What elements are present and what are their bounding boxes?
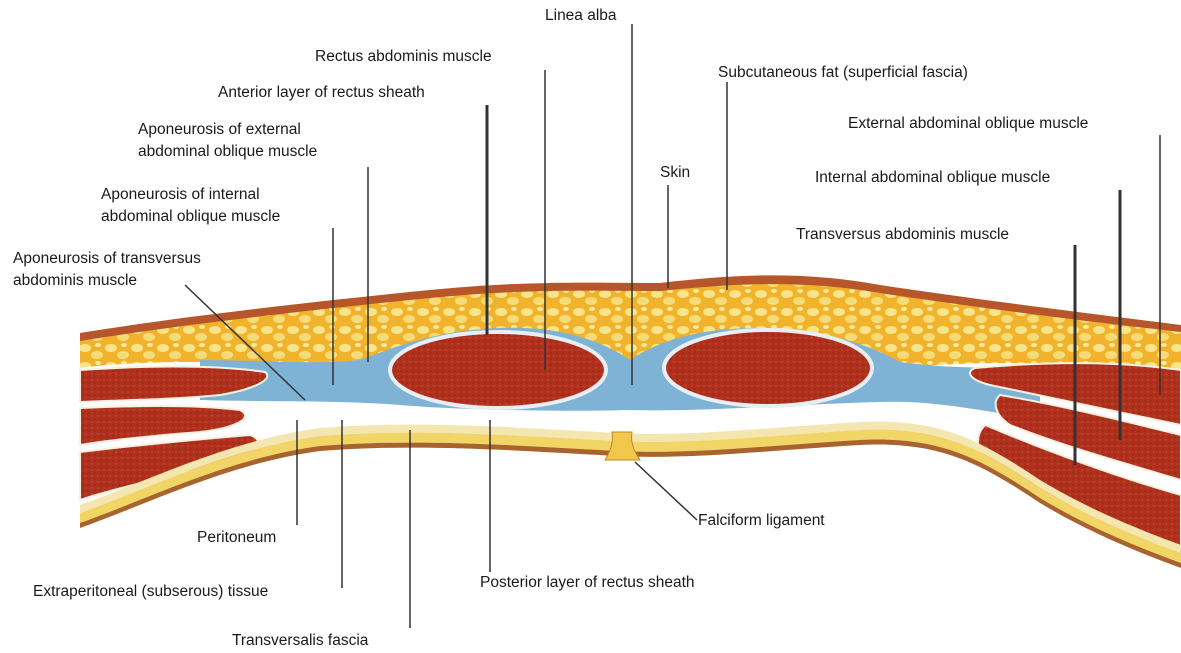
label-internal-oblique: Internal abdominal oblique muscle bbox=[815, 167, 1050, 189]
label-transversalis: Transversalis fascia bbox=[232, 630, 368, 652]
label-transversus: Transversus abdominis muscle bbox=[796, 224, 1009, 246]
rectus-muscle-right bbox=[664, 330, 872, 406]
label-posterior-rectus-sheath: Posterior layer of rectus sheath bbox=[480, 572, 695, 594]
label-peritoneum: Peritoneum bbox=[197, 527, 276, 549]
label-external-oblique: External abdominal oblique muscle bbox=[848, 113, 1088, 135]
label-skin: Skin bbox=[660, 162, 690, 184]
leader-falciform bbox=[635, 462, 697, 520]
label-extraperitoneal: Extraperitoneal (subserous) tissue bbox=[33, 581, 268, 603]
label-rectus-abdominis: Rectus abdominis muscle bbox=[315, 46, 492, 68]
label-linea-alba: Linea alba bbox=[545, 5, 617, 27]
label-anterior-rectus-sheath: Anterior layer of rectus sheath bbox=[218, 82, 425, 104]
label-falciform: Falciform ligament bbox=[698, 510, 825, 532]
subcutaneous-fat-layer bbox=[80, 284, 1181, 372]
label-subcutaneous-fat: Subcutaneous fat (superficial fascia) bbox=[718, 62, 968, 84]
rectus-muscle-left bbox=[390, 332, 606, 408]
